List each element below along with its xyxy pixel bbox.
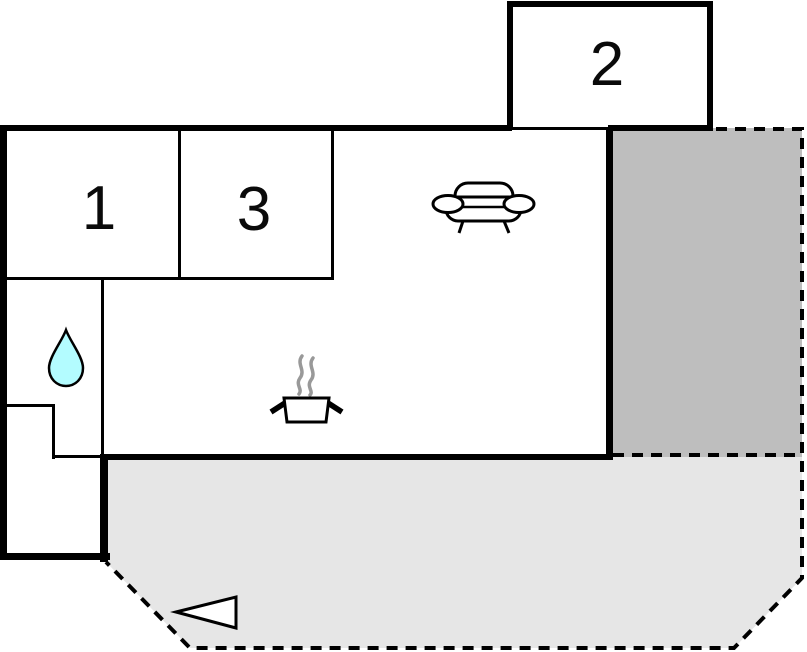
pot-handle-right	[326, 400, 344, 415]
cooking-pot-icon	[269, 354, 344, 424]
wall-room3-right	[331, 128, 334, 280]
pot-handle-left	[269, 400, 287, 415]
wall-room2-opening	[510, 127, 610, 130]
wall-terrace-left	[100, 454, 108, 562]
room2-label: 2	[590, 30, 624, 99]
wall-room2-left	[507, 1, 513, 128]
courtyard-dark-area	[611, 128, 802, 457]
sofa-leg-right	[502, 220, 511, 234]
steam-wave-left	[296, 354, 304, 396]
room1-label: 1	[82, 174, 116, 243]
pot-body	[282, 396, 331, 424]
wall-bottom-left	[0, 553, 110, 560]
room-labels: 1 2 3	[82, 30, 624, 244]
sofa-armrest-right	[502, 194, 536, 214]
wall-rooms13-bottom	[0, 277, 334, 280]
wall-left-outer	[0, 125, 7, 560]
sofa-icon	[431, 181, 536, 234]
wall-room2-top	[507, 1, 713, 7]
wall-room2-right	[707, 1, 713, 130]
steam-wave-right	[307, 356, 315, 397]
wall-top-left	[0, 125, 512, 131]
wall-main-bottom	[100, 454, 613, 460]
dashed-boundary	[104, 127, 804, 650]
wall-top-right	[608, 125, 713, 131]
terrace-light-area	[104, 457, 802, 648]
wall-step-horizontal-lower	[52, 455, 103, 458]
wall-room1-room3-divider	[178, 128, 181, 280]
wall-step-horizontal-upper	[0, 404, 55, 407]
wall-main-right	[606, 127, 613, 460]
sofa-leg-left	[457, 220, 465, 234]
direction-triangle-icon	[170, 595, 238, 630]
room3-label: 3	[237, 175, 271, 244]
walls	[0, 1, 713, 562]
sofa-armrest-left	[431, 194, 465, 214]
wall-step-vertical	[52, 404, 55, 459]
wall-hall-vertical	[101, 280, 104, 457]
water-drop-icon	[47, 326, 85, 388]
